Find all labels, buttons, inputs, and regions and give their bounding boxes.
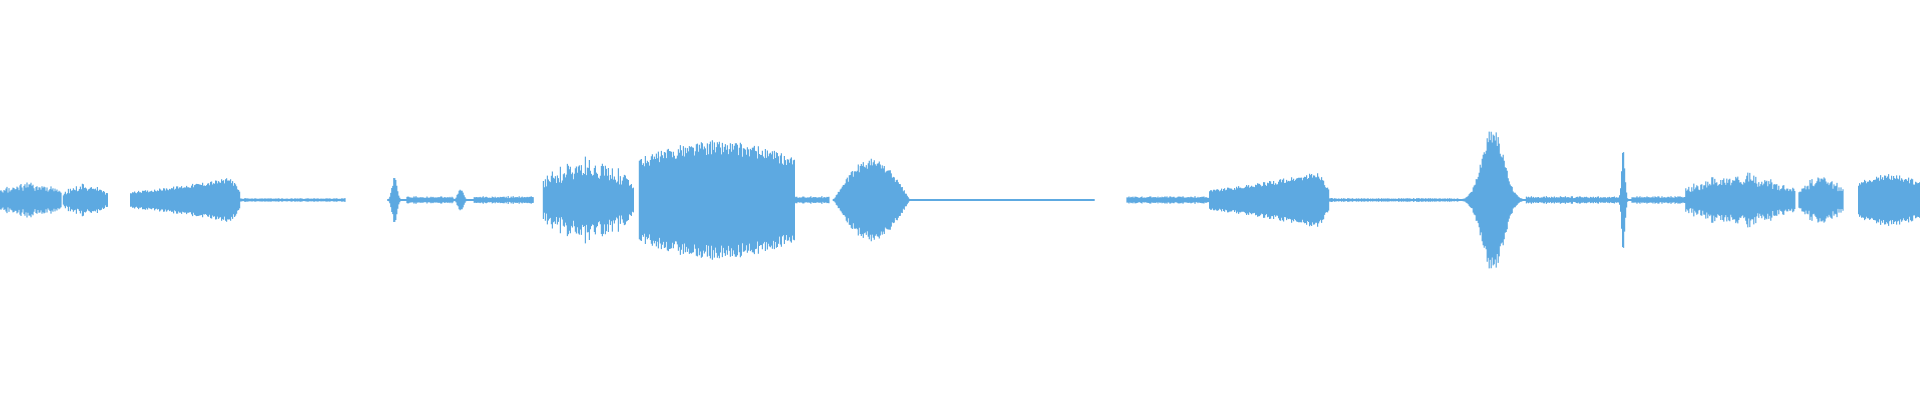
waveform-burst-10 <box>832 158 910 242</box>
waveform-burst-7 <box>473 196 534 204</box>
waveform-tail-1 <box>239 198 346 202</box>
waveform-burst-2 <box>62 183 108 217</box>
waveform-burst-6 <box>452 189 475 211</box>
waveform-tail-5 <box>1525 196 1619 204</box>
waveform-burst-3 <box>130 178 241 222</box>
waveform-burst-14 <box>1618 152 1633 248</box>
waveform-burst-5 <box>406 196 454 204</box>
waveform-burst-17 <box>1858 174 1920 226</box>
waveform-burst-13 <box>1458 131 1527 269</box>
waveform-burst-15 <box>1685 172 1796 228</box>
waveform-tail-6 <box>1631 196 1686 204</box>
waveform-burst-9 <box>638 140 795 260</box>
waveform-burst-1 <box>0 182 62 218</box>
waveform-burst-8 <box>542 156 634 244</box>
waveform-burst-16 <box>1798 177 1844 223</box>
waveform-burst-12 <box>1209 173 1330 227</box>
waveform-burst-11 <box>1126 196 1210 204</box>
waveform-tail-4 <box>1328 198 1460 202</box>
waveform-burst-4 <box>387 178 408 222</box>
waveform-tail-3 <box>909 199 1095 201</box>
waveform-tail-2 <box>794 196 830 204</box>
